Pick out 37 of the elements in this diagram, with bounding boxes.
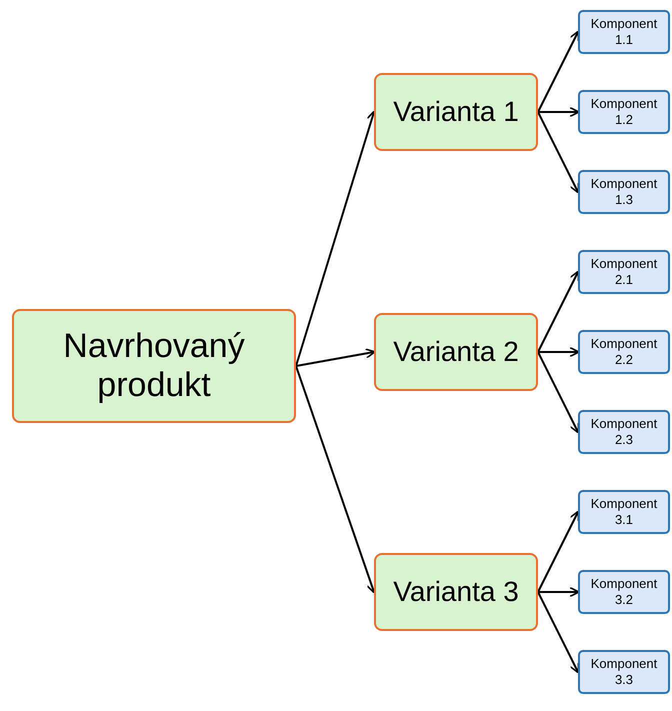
arrow xyxy=(537,592,580,674)
product-box xyxy=(12,309,296,423)
variant-box xyxy=(374,553,538,631)
node-text: Komponent 1.1 xyxy=(590,16,658,48)
component-box xyxy=(578,170,670,214)
component-box xyxy=(578,570,670,614)
node-text: Komponent 2.2 xyxy=(590,336,658,368)
arrow xyxy=(538,106,580,118)
component-box xyxy=(578,90,670,134)
arrow xyxy=(295,366,376,594)
node-text: Komponent 1.3 xyxy=(590,176,658,208)
component-box xyxy=(578,490,670,534)
node-text: Varianta 1 xyxy=(393,96,519,128)
arrow xyxy=(296,348,376,367)
component-box xyxy=(578,650,670,694)
node-text: Komponent 1.2 xyxy=(590,96,658,128)
node-text: Komponent 3.3 xyxy=(590,656,658,688)
node-text: Navrhovaný produkt xyxy=(62,326,246,406)
variant-box xyxy=(374,313,538,391)
component-box xyxy=(578,250,670,294)
arrow xyxy=(537,510,580,592)
arrow xyxy=(538,346,580,358)
arrow xyxy=(537,112,580,194)
node-text: Komponent 2.3 xyxy=(590,416,658,448)
component-box xyxy=(578,10,670,54)
arrow xyxy=(537,30,580,112)
node-text: Komponent 3.1 xyxy=(590,496,658,528)
arrow xyxy=(537,270,580,352)
variant-box xyxy=(374,73,538,151)
component-box xyxy=(578,330,670,374)
node-text: Komponent 2.1 xyxy=(590,256,658,288)
node-text: Komponent 3.2 xyxy=(590,576,658,608)
component-box xyxy=(578,410,670,454)
node-text: Varianta 3 xyxy=(393,576,519,608)
arrow xyxy=(537,352,580,434)
node-text: Varianta 2 xyxy=(393,336,519,368)
arrow xyxy=(538,586,580,598)
